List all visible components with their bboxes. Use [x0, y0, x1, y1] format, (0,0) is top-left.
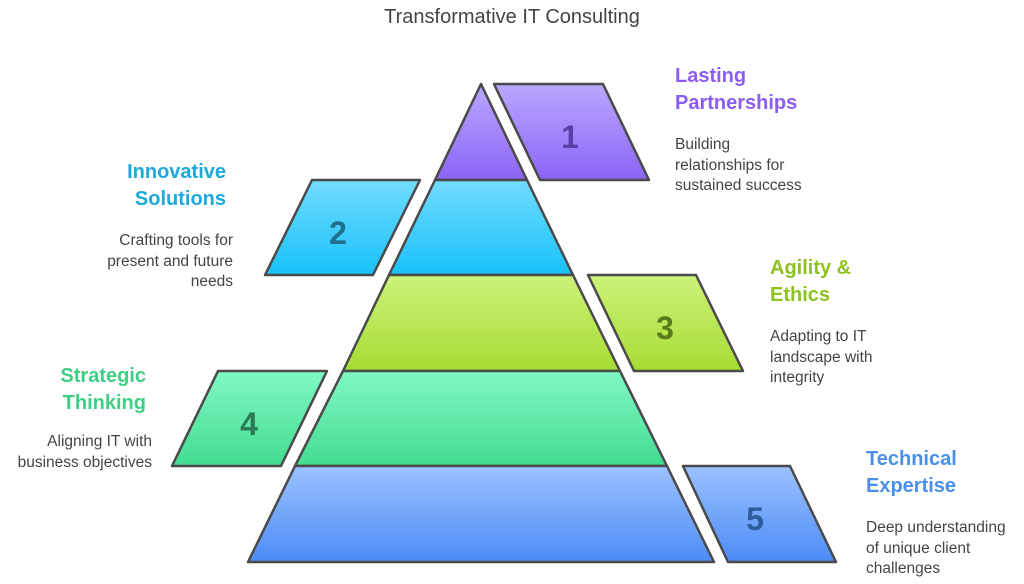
diagram-title: Transformative IT Consulting: [384, 6, 640, 28]
number-tab-2: [263, 178, 422, 277]
description-line: needs: [190, 273, 233, 290]
pyramid-tier-4: [293, 369, 669, 468]
number-tab-4: [170, 369, 329, 468]
description-line: Building: [675, 136, 731, 153]
heading-line: Agility &: [770, 257, 852, 279]
pyramid-tier-2: [387, 178, 575, 277]
number-tab-3: [586, 273, 745, 373]
description-line: Aligning IT with: [47, 433, 152, 450]
heading-line: Ethics: [770, 284, 831, 306]
level-4-heading: Strategic Thinking: [60, 363, 146, 417]
number-tab-1: [492, 82, 651, 182]
description-line: Adapting to IT: [770, 328, 867, 345]
heading-line: Strategic: [60, 365, 146, 387]
level-5-heading: Technical Expertise: [866, 446, 957, 500]
heading-line: Technical: [866, 448, 957, 470]
tab-number-5: 5: [746, 501, 764, 537]
pyramid-tier-3: [341, 273, 622, 373]
description-line: landscape with: [770, 348, 873, 366]
level-2-heading: Innovative Solutions: [127, 159, 226, 213]
description-line: Crafting tools for: [119, 232, 233, 249]
level-2-description: Crafting tools for present and future ne…: [107, 231, 233, 293]
tab-number-4: 4: [240, 406, 258, 442]
tab-number-1: 1: [561, 119, 579, 155]
level-1-heading: Lasting Partnerships: [675, 63, 797, 117]
heading-line: Innovative: [127, 161, 226, 183]
description-line: integrity: [770, 369, 825, 386]
tab-number-2: 2: [329, 215, 347, 251]
description-line: challenges: [866, 560, 941, 577]
description-line: sustained success: [675, 177, 802, 194]
description-line: business objectives: [17, 453, 152, 471]
tab-number-3: 3: [656, 310, 674, 346]
description-line: present and future: [107, 252, 233, 270]
heading-line: Partnerships: [675, 92, 798, 114]
level-3-description: Adapting to IT landscape with integrity: [770, 327, 873, 389]
number-tab-5: [681, 464, 838, 564]
heading-line: Thinking: [62, 392, 146, 414]
heading-line: Solutions: [134, 188, 226, 210]
heading-line: Expertise: [866, 475, 957, 497]
description-line: of unique client: [866, 539, 971, 557]
heading-line: Lasting: [675, 65, 747, 87]
level-1-description: Building relationships for sustained suc…: [675, 135, 802, 197]
level-4-description: Aligning IT with business objectives: [18, 432, 152, 473]
description-line: relationships for: [675, 156, 785, 174]
pyramid-tier-5: [246, 464, 716, 564]
level-5-description: Deep understanding of unique client chal…: [866, 518, 1006, 580]
description-line: Deep understanding: [866, 519, 1006, 536]
level-3-heading: Agility & Ethics: [770, 255, 851, 309]
